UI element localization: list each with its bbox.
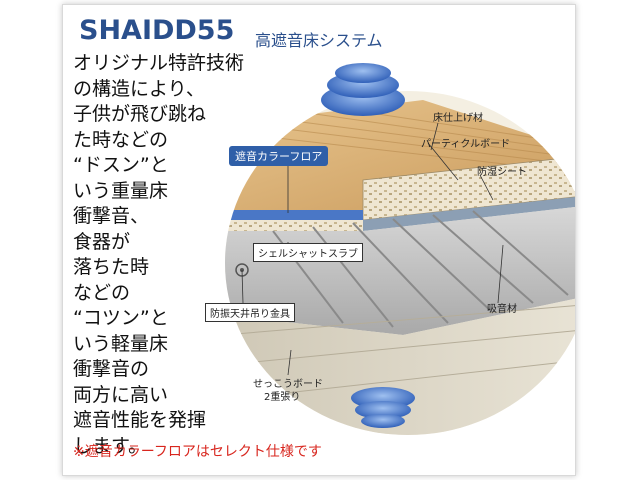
description-text: オリジナル特許技術 の構造により、 子供が飛び跳ね た時などの “ドスン”と い… bbox=[73, 51, 244, 459]
leader-lines bbox=[241, 122, 504, 376]
sound-color-floor bbox=[225, 210, 363, 220]
description-line: “コツン”と bbox=[73, 307, 169, 329]
diagram-frame: SHAIDD55 高遮音床システム オリジナル特許技術 の構造により、 子供が飛… bbox=[62, 4, 576, 476]
description-line: 衝撃音、 bbox=[73, 205, 150, 227]
label-floor-finish: 床仕上げ材 bbox=[433, 113, 483, 124]
description-line: いう軽量床 bbox=[73, 332, 169, 355]
label-particle-board: パーティクルボード bbox=[421, 139, 511, 150]
product-subtitle: 高遮音床システム bbox=[255, 31, 383, 50]
gypsum-ceiling bbox=[225, 295, 575, 435]
label-gypsum-board: せっこうボード bbox=[253, 379, 323, 390]
description-line: た時などの bbox=[73, 128, 169, 151]
sound-wave-top bbox=[321, 63, 405, 116]
moisture-sheet bbox=[363, 195, 575, 231]
label-moisture-sheet: 防湿シート bbox=[477, 167, 527, 178]
cutaway-circle bbox=[225, 91, 575, 435]
particle-board bbox=[362, 154, 575, 221]
description-line: オリジナル特許技術 bbox=[73, 52, 245, 74]
description-line: します。 bbox=[73, 434, 148, 457]
description-line: の構造により、 bbox=[73, 77, 205, 100]
description-line: 遮音性能を発揮 bbox=[73, 409, 207, 431]
description-line: などの bbox=[73, 281, 131, 304]
floor-cross-section-illustration bbox=[225, 63, 575, 435]
shell-slab bbox=[225, 205, 575, 335]
description-line: いう重量床 bbox=[73, 179, 169, 202]
label-sound-absorber: 吸音材 bbox=[487, 304, 517, 315]
description-line: 食器が bbox=[73, 230, 131, 253]
description-line: 落ちた時 bbox=[73, 256, 150, 278]
description-line: “ドスン”と bbox=[73, 154, 169, 176]
label-shell-slab: シェルシャットスラブ bbox=[253, 243, 363, 262]
select-spec-note: ※遮音カラーフロアはセレクト仕様です bbox=[73, 444, 322, 460]
description-line: 衝撃音の bbox=[73, 358, 150, 380]
product-title: SHAIDD55 bbox=[79, 15, 235, 46]
description-line: 子供が飛び跳ね bbox=[73, 103, 207, 125]
label-gypsum-board-double: 2重張り bbox=[264, 392, 301, 403]
particle-edge bbox=[225, 220, 363, 231]
label-sound-color-floor: 遮音カラーフロア bbox=[229, 146, 329, 166]
label-ceiling-hanger: 防振天井吊り金具 bbox=[205, 303, 295, 322]
sound-wave-bottom bbox=[351, 387, 415, 428]
description-line: 両方に高い bbox=[73, 383, 169, 406]
